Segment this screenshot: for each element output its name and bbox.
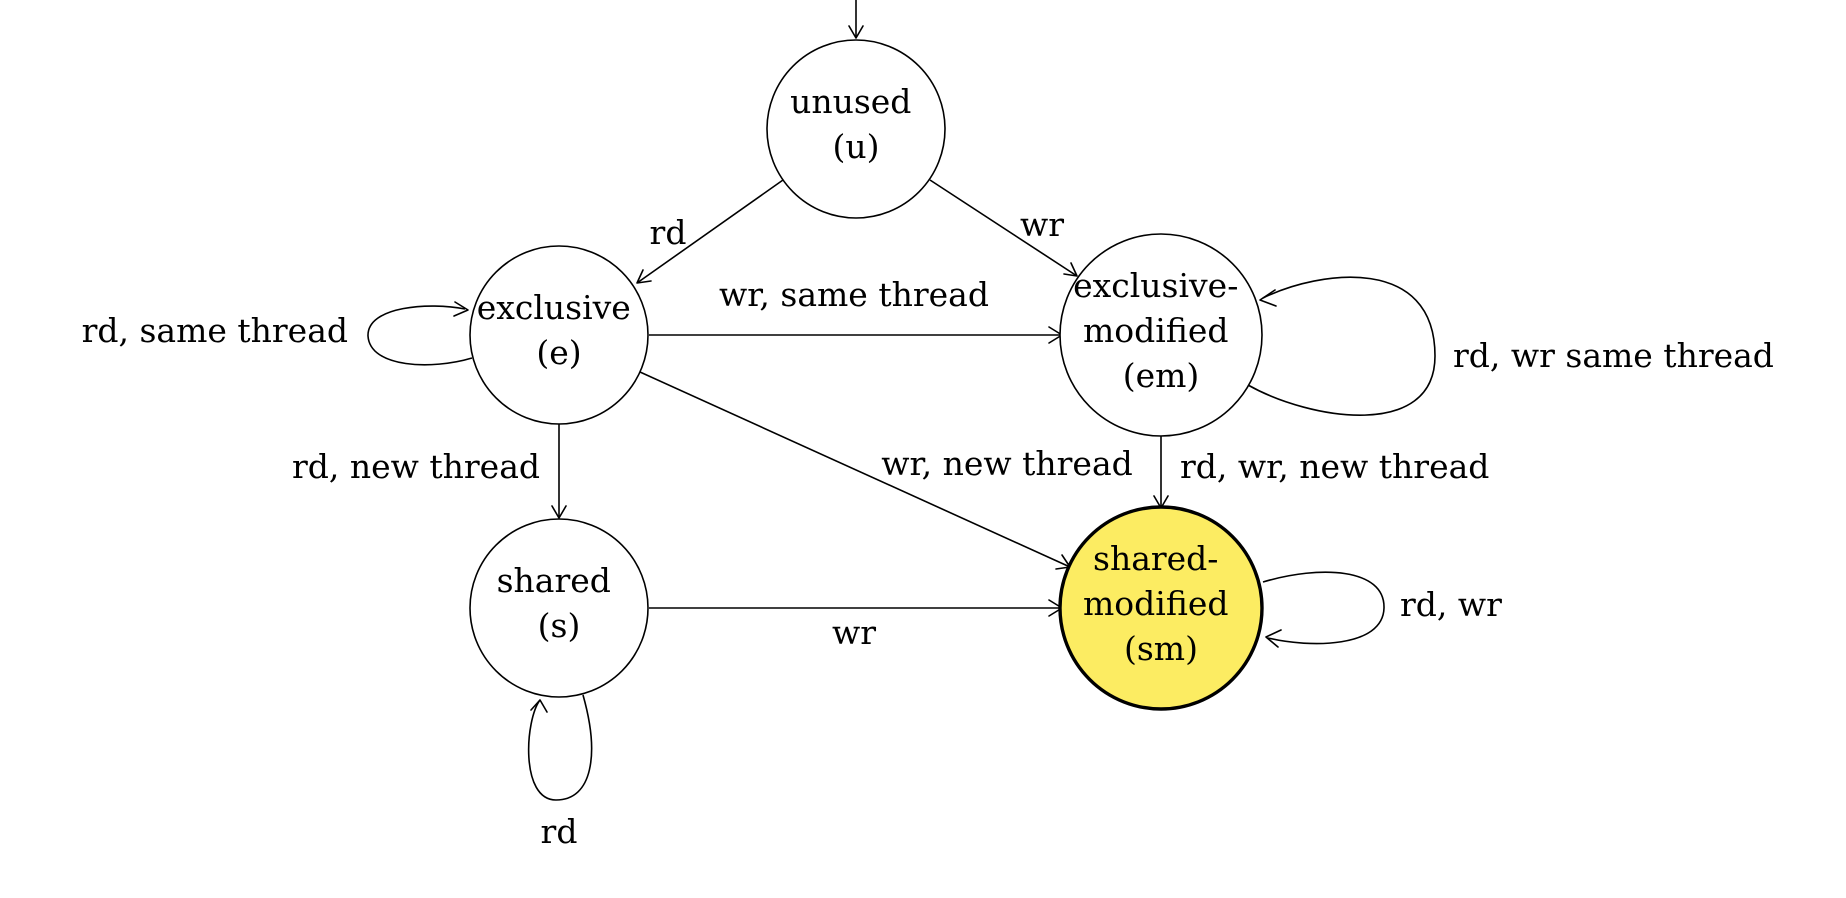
- edge-e-em: [649, 326, 1063, 344]
- state-shared-modified-line-1: shared-: [1093, 539, 1218, 578]
- edge-u-em: [929, 179, 1078, 277]
- state-shared-line-1: shared: [497, 561, 611, 600]
- label-e-em: wr, same thread: [719, 275, 989, 314]
- label-s-s: rd: [541, 812, 578, 851]
- label-e-e: rd, same thread: [82, 311, 348, 350]
- state-exclusive-line-2: (e): [536, 333, 581, 372]
- svg-text:shared- modified (: shared- modified (sm): [1083, 539, 1239, 668]
- state-exclusive-modified-line-3: (em): [1123, 356, 1200, 395]
- state-unused-line-1: unused: [790, 82, 911, 121]
- state-exclusive-modified-line-2: modified: [1083, 311, 1229, 350]
- label-em-sm: rd, wr, new thread: [1180, 447, 1489, 486]
- state-exclusive-modified-line-1: exclusive-: [1073, 266, 1238, 305]
- state-exclusive-line-1: exclusive: [477, 288, 631, 327]
- label-u-e: rd: [650, 213, 687, 252]
- svg-text:exclusive- modified: exclusive- modified (em): [1073, 266, 1249, 395]
- svg-text:unused (u): unused (u): [790, 82, 922, 166]
- state-exclusive: exclusive (e): [469, 245, 649, 425]
- state-unused-line-2: (u): [832, 127, 879, 166]
- state-shared-modified-line-2: modified: [1083, 584, 1229, 623]
- edge-em-sm: [1153, 436, 1169, 509]
- edge-em-em-loop: [1247, 276, 1436, 416]
- initial-arrow: [848, 0, 864, 39]
- state-exclusive-modified: exclusive- modified (em): [1059, 233, 1263, 437]
- edge-e-s: [551, 421, 567, 519]
- state-shared-modified-line-3: (sm): [1124, 629, 1198, 668]
- edge-e-e-loop: [367, 301, 473, 366]
- edge-u-e: [636, 179, 784, 284]
- state-shared-modified: shared- modified (sm): [1058, 505, 1264, 711]
- label-em-em: rd, wr same thread: [1453, 336, 1774, 375]
- label-u-em: wr: [1020, 205, 1064, 244]
- edge-s-s-loop: [527, 694, 593, 801]
- state-shared: shared (s): [469, 518, 649, 698]
- label-e-sm: wr, new thread: [881, 444, 1133, 483]
- state-shared-line-2: (s): [538, 606, 581, 645]
- svg-text:exclusive (e): exclusive (e): [477, 288, 642, 372]
- svg-text:shared (s): shared (s): [497, 561, 622, 645]
- state-unused: unused (u): [766, 39, 946, 219]
- label-s-sm: wr: [832, 613, 876, 652]
- label-sm-sm: rd, wr: [1400, 585, 1502, 624]
- edge-sm-sm-loop: [1262, 571, 1385, 648]
- label-e-s: rd, new thread: [292, 447, 540, 486]
